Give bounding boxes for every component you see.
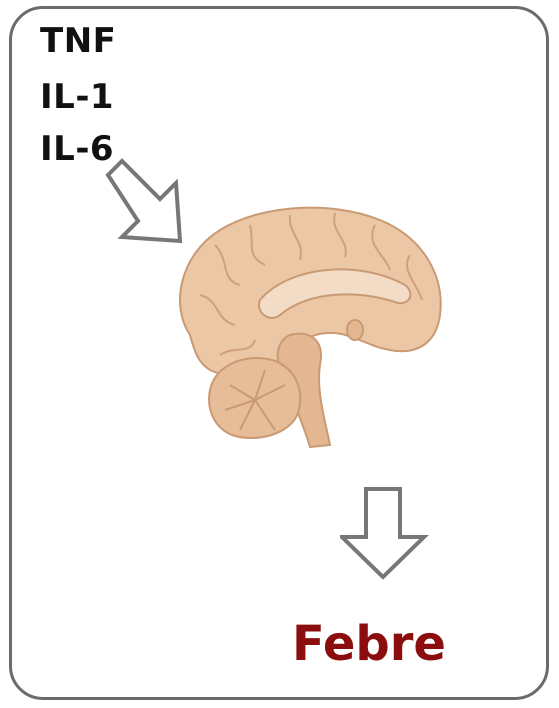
cytokine-label-tnf: TNF xyxy=(40,21,117,61)
outcome-label-fever: Febre xyxy=(292,616,446,672)
cytokine-label-il1: IL-1 xyxy=(40,77,115,117)
cytokine-label-il6: IL-6 xyxy=(40,129,115,169)
brain-illustration xyxy=(179,206,442,449)
down-arrow-icon xyxy=(340,487,429,580)
diagonal-arrow-icon xyxy=(105,158,183,244)
